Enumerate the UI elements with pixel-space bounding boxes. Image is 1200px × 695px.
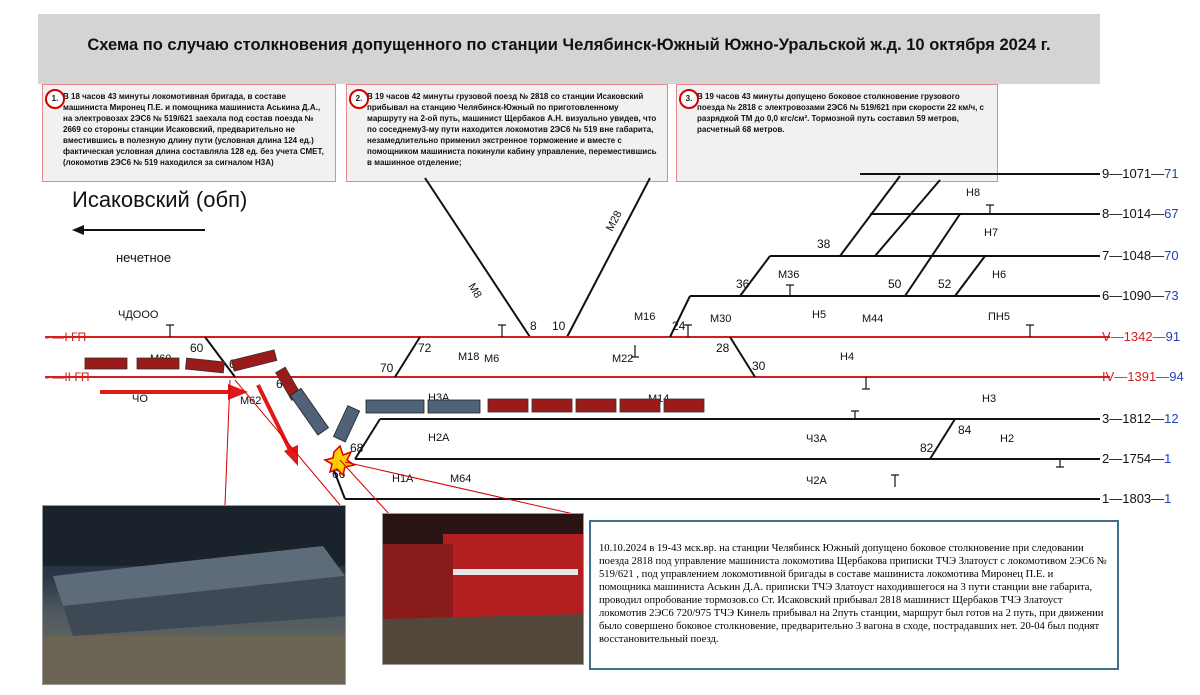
svg-text:Ч2А: Ч2А <box>806 475 827 487</box>
svg-text:М16: М16 <box>634 311 655 323</box>
switch-numbers: 8 10 24 28 30 38 36 50 52 60 62 64 68 66… <box>190 237 972 481</box>
incident-report: 10.10.2024 в 19-43 мск.вр. на станции Че… <box>589 520 1119 670</box>
svg-text:М36: М36 <box>778 269 799 281</box>
main-track-ii-label: - —II ГП <box>45 370 89 384</box>
svg-text:Н3: Н3 <box>982 393 996 405</box>
note-number: 1. <box>45 89 65 109</box>
svg-text:6—1090—73: 6—1090—73 <box>1102 288 1179 303</box>
svg-text:7—1048—70: 7—1048—70 <box>1102 248 1179 263</box>
svg-text:68: 68 <box>350 441 364 455</box>
svg-text:3—1812—12: 3—1812—12 <box>1102 411 1179 426</box>
station-name: Исаковский (обп) <box>72 187 247 212</box>
note-text: В 19 часов 43 минуты допущено боковое ст… <box>697 92 984 134</box>
upper-tracks <box>669 173 1100 338</box>
svg-text:Н2А: Н2А <box>428 432 450 444</box>
callout-lines <box>224 379 579 516</box>
svg-text:52: 52 <box>938 277 952 291</box>
locomotive-damage-photo <box>382 513 584 665</box>
svg-text:24: 24 <box>672 319 686 333</box>
svg-text:М18: М18 <box>458 351 479 363</box>
note-1: 1. В 18 часов 43 минуты локомотивная бри… <box>42 84 336 182</box>
derailed-wagons-image <box>43 506 345 684</box>
svg-text:8—1014—67: 8—1014—67 <box>1102 206 1179 221</box>
lower-tracks <box>329 418 1100 500</box>
svg-text:ПН5: ПН5 <box>988 311 1010 323</box>
svg-text:М64: М64 <box>450 473 471 485</box>
svg-text:М62: М62 <box>240 395 261 407</box>
wagons <box>84 349 705 413</box>
main-track-i-label: - —I ГП <box>45 330 86 344</box>
svg-text:М6: М6 <box>484 353 499 365</box>
svg-text:V—1342—91: V—1342—91 <box>1102 329 1180 344</box>
svg-text:84: 84 <box>958 423 972 437</box>
diagonal-track-m28 <box>566 177 651 338</box>
main-tracks <box>45 336 1110 378</box>
svg-text:2—1754—1: 2—1754—1 <box>1102 451 1171 466</box>
svg-text:82: 82 <box>920 441 934 455</box>
svg-text:М22: М22 <box>612 353 633 365</box>
signal-m28: М28 <box>604 209 625 234</box>
svg-text:Н6: Н6 <box>992 269 1006 281</box>
svg-text:72: 72 <box>418 341 432 355</box>
svg-text:50: 50 <box>888 277 902 291</box>
note-3: 3. В 19 часов 43 минуты допущено боковое… <box>676 84 998 182</box>
svg-text:60: 60 <box>190 341 204 355</box>
svg-text:10: 10 <box>552 319 566 333</box>
locomotives <box>289 387 481 443</box>
collided-locomotives-image <box>383 514 583 664</box>
svg-text:38: 38 <box>817 237 831 251</box>
page-title: Схема по случаю столкновения допущенного… <box>87 36 1051 54</box>
svg-text:70: 70 <box>380 361 394 375</box>
svg-text:М44: М44 <box>862 313 883 325</box>
svg-text:8: 8 <box>530 319 537 333</box>
movement-arrows <box>100 384 298 466</box>
derailment-night-photo <box>42 505 346 685</box>
diagonal-track-m8 <box>424 177 531 338</box>
svg-text:М30: М30 <box>710 313 731 325</box>
signal-posts <box>166 204 1064 487</box>
svg-text:Н8: Н8 <box>966 187 980 199</box>
svg-text:IV—1391—94: IV—1391—94 <box>1102 369 1184 384</box>
crossovers <box>204 336 756 378</box>
svg-text:Ч3А: Ч3А <box>806 433 827 445</box>
note-2: 2. В 19 часов 42 минуты грузовой поезд №… <box>346 84 668 182</box>
svg-text:ЧО: ЧО <box>132 393 148 405</box>
report-text: 10.10.2024 в 19-43 мск.вр. на станции Че… <box>599 543 1107 645</box>
track-labels: 9—1071—71 8—1014—67 7—1048—70 6—1090—73 … <box>1102 166 1184 506</box>
direction-arrow-head <box>72 225 84 235</box>
svg-text:Н2: Н2 <box>1000 433 1014 445</box>
note-number: 2. <box>349 89 369 109</box>
svg-text:30: 30 <box>752 359 766 373</box>
note-text: В 18 часов 43 минуты локомотивная бригад… <box>63 92 324 167</box>
direction-label: нечетное <box>116 250 171 265</box>
svg-text:Н5: Н5 <box>812 309 826 321</box>
svg-text:36: 36 <box>736 277 750 291</box>
signal-m8: М8 <box>465 281 483 300</box>
svg-text:ЧДООО: ЧДООО <box>118 309 159 321</box>
svg-text:Н7: Н7 <box>984 227 998 239</box>
collision-burst <box>323 444 356 477</box>
svg-text:Н4: Н4 <box>840 351 854 363</box>
svg-text:1—1803—1: 1—1803—1 <box>1102 491 1171 506</box>
note-number: 3. <box>679 89 699 109</box>
note-text: В 19 часов 42 минуты грузовой поезд № 28… <box>367 92 657 167</box>
svg-text:9—1071—71: 9—1071—71 <box>1102 166 1179 181</box>
svg-text:28: 28 <box>716 341 730 355</box>
title-bar: Схема по случаю столкновения допущенного… <box>38 14 1100 84</box>
